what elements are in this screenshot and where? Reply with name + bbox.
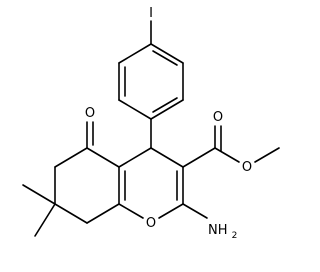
atom-ester-carbonyl-oxygen: O <box>213 110 223 125</box>
bond-c7-methyl-1 <box>22 184 56 205</box>
atom-labels: I O O O O NH 2 <box>85 6 252 241</box>
bond-c7-methyl-2 <box>34 203 56 237</box>
molecule-diagram: I O O O O NH 2 <box>22 6 280 241</box>
atom-iodine: I <box>149 6 153 21</box>
pyran-ring-bonds <box>118 147 184 219</box>
bond-aryl-inner-1 <box>152 50 178 66</box>
bond-c4a-c5 <box>86 147 120 168</box>
ester-bonds <box>182 125 280 168</box>
bond-aryl-6 <box>118 43 152 64</box>
bond-c2-n <box>182 203 208 219</box>
bond-c7-c8 <box>54 203 88 224</box>
bond-aryl-inner-2 <box>152 97 178 113</box>
atom-ester-ether-oxygen: O <box>242 160 252 175</box>
bond-aryl-3 <box>150 99 184 120</box>
cyclohexenone-bonds <box>22 121 120 237</box>
bond-cester-o <box>214 147 240 163</box>
bond-o-c8a <box>118 203 144 219</box>
atom-ketone-oxygen: O <box>85 106 95 121</box>
bond-o-methyl <box>254 147 280 163</box>
bond-c4-c3 <box>150 147 184 168</box>
bond-c5-c6 <box>54 147 88 168</box>
amine-subscript: 2 <box>232 231 238 241</box>
structure-canvas: I O O O O NH 2 <box>22 6 280 241</box>
bond-aryl-4 <box>118 99 152 120</box>
bond-c3-cester <box>182 147 216 168</box>
bond-c2-o <box>158 203 184 219</box>
bond-aryl-1 <box>150 43 184 64</box>
iodophenyl-bonds <box>118 20 184 149</box>
amine-nh: NH <box>208 223 228 238</box>
atom-amine: NH 2 <box>208 223 237 241</box>
bond-c4a-c4 <box>118 147 152 168</box>
bond-c8-c8a <box>86 203 120 224</box>
atom-ring-oxygen: O <box>146 216 156 231</box>
